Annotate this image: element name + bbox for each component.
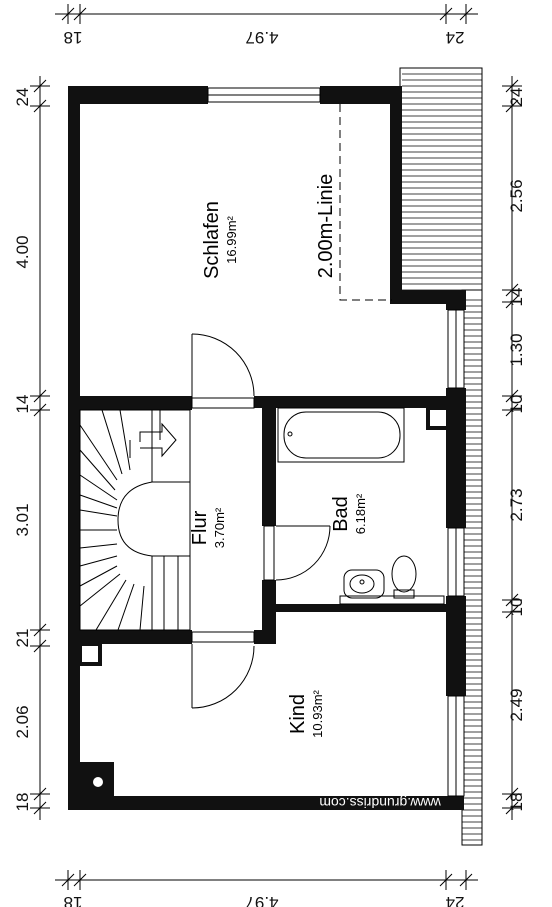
dim-right-3: 1.30 xyxy=(507,333,526,366)
room-label-schlafen: Schlafen 16.99m² xyxy=(201,201,239,279)
dim-bottom-right: 24 xyxy=(446,893,465,907)
dim-left-1: 4.00 xyxy=(13,235,32,268)
facade-strip xyxy=(461,289,483,846)
walls xyxy=(68,86,466,810)
staircase xyxy=(79,409,191,631)
toilet xyxy=(391,555,417,599)
dim-right-1: 2.56 xyxy=(507,179,526,212)
room-label-kind: Kind 10.93m² xyxy=(287,689,325,737)
height-line-label: 2.00m-Linie xyxy=(315,174,337,279)
balcony xyxy=(399,67,483,299)
dim-left-6: 18 xyxy=(13,793,32,812)
dim-left-0: 24 xyxy=(13,88,32,107)
room-name-schlafen: Schlafen xyxy=(201,201,223,279)
dimension-labels: 18 4.97 24 18 4.97 24 24 4.00 14 3.01 21… xyxy=(13,28,526,907)
dim-left-4: 21 xyxy=(13,629,32,648)
room-area-schlafen: 16.99m² xyxy=(224,215,239,263)
dim-right-5: 2.73 xyxy=(507,488,526,521)
dim-top-right: 24 xyxy=(446,28,465,47)
room-area-flur: 3.70m² xyxy=(212,507,227,548)
dim-bottom-width: 4.97 xyxy=(245,893,278,907)
room-area-bad: 6.18m² xyxy=(353,493,368,534)
dim-right-4: 10 xyxy=(507,395,526,414)
room-label-bad: Bad 6.18m² xyxy=(330,493,368,534)
room-label-flur: Flur 3.70m² xyxy=(189,507,227,548)
room-name-kind: Kind xyxy=(287,694,309,734)
dim-right-2: 14 xyxy=(507,288,526,307)
windows xyxy=(207,87,465,797)
sink xyxy=(339,569,445,605)
bathtub xyxy=(277,407,405,463)
room-area-kind: 10.93m² xyxy=(310,689,325,737)
flue-dot xyxy=(93,777,103,787)
doors xyxy=(191,333,331,709)
dim-left-5: 2.06 xyxy=(13,705,32,738)
dim-top-left: 18 xyxy=(64,28,83,47)
dim-right-0: 24 xyxy=(507,88,526,107)
dim-left-2: 14 xyxy=(13,395,32,414)
height-line xyxy=(339,104,392,301)
dim-right-8: 18 xyxy=(507,793,526,812)
watermark: www.grundriss.com xyxy=(319,795,441,811)
dim-top-width: 4.97 xyxy=(245,28,278,47)
dimension-lines xyxy=(30,4,522,890)
dim-right-6: 10 xyxy=(507,598,526,617)
dim-right-7: 2.49 xyxy=(507,688,526,721)
room-name-flur: Flur xyxy=(189,510,211,545)
room-name-bad: Bad xyxy=(330,496,352,532)
dim-bottom-left: 18 xyxy=(64,893,83,907)
dim-left-3: 3.01 xyxy=(13,503,32,536)
